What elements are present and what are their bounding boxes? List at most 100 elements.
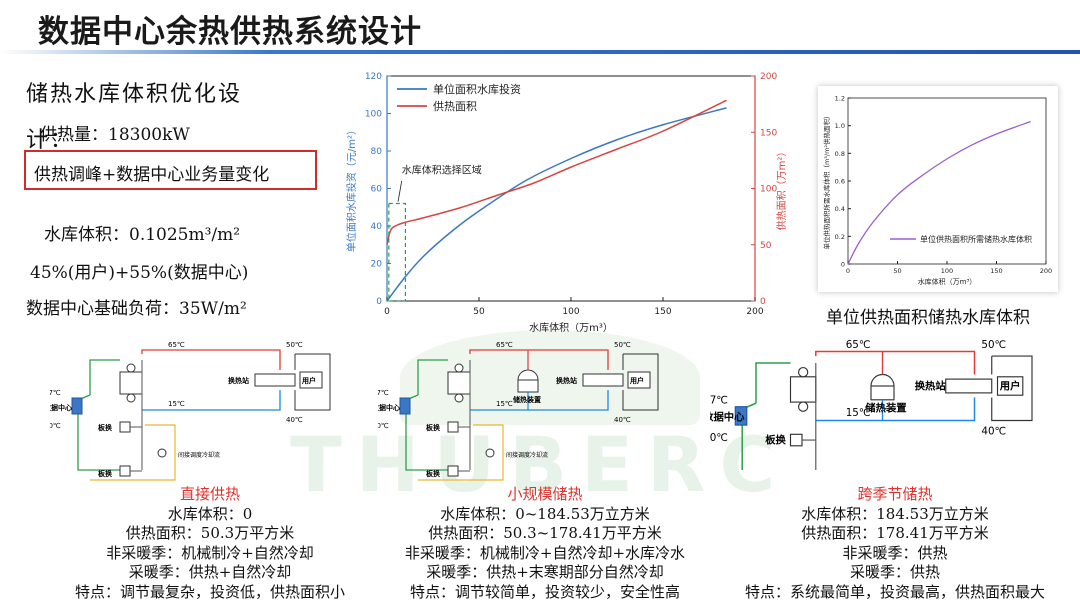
- reservoir-volume-text: 水库体积：0.1025m³/m²: [44, 225, 241, 245]
- label-65c: 65℃: [168, 341, 185, 349]
- pump-icon: [126, 393, 136, 403]
- legend-label-investment: 单位面积水库投资: [433, 82, 521, 96]
- series-heating-area-line: [386, 99, 727, 245]
- y-tick-label: 80: [371, 147, 383, 157]
- label-ctrl: 间接调度冷却流: [506, 451, 548, 459]
- heat-load-text: 供热量：18300kW: [40, 125, 190, 145]
- selection-region: [388, 202, 406, 302]
- x-tick-label: 150: [990, 267, 1002, 275]
- pump-icon: [454, 393, 464, 403]
- page-title: 数据中心余热供热系统设计: [38, 14, 422, 50]
- selection-annotation: 水库体积选择区域: [402, 164, 482, 177]
- y-tick-label: 1.0: [835, 122, 845, 130]
- system-name: 跨季节储热: [857, 485, 933, 503]
- pipe-cold-return: [470, 390, 609, 411]
- label-storage: 储热装置: [512, 395, 541, 404]
- legend-label: 单位供热面积所需储热水库体积: [920, 234, 1032, 244]
- hx-small-icon: [119, 465, 131, 477]
- pipe-hot-supply: [815, 350, 976, 375]
- label-hx: 板换: [765, 434, 786, 447]
- heat-exchanger-icon: [119, 371, 143, 395]
- system-heating: 采暖季：供热: [849, 563, 940, 581]
- user-box: [627, 371, 651, 389]
- y2-tick-label: 100: [760, 185, 777, 195]
- system-volume: 水库体积：0: [167, 504, 253, 523]
- cooling-pump-icon: [485, 448, 495, 458]
- y2-tick-label: 200: [760, 72, 777, 82]
- system-non-heating: 非采暖季：供热: [842, 543, 948, 562]
- user-box: [996, 376, 1024, 396]
- label-station: 换热站: [556, 376, 577, 385]
- system-volume: 水库体积：0~184.53万立方米: [440, 504, 650, 523]
- system-heating: 采暖季：供热+自然冷却: [128, 563, 292, 581]
- pump-icon: [797, 401, 809, 412]
- label-50c: 50℃: [981, 340, 1006, 351]
- pipe-yellow-loop: [418, 424, 504, 481]
- y-axis-label: 单位面积水库投资（元/m²）: [345, 125, 358, 252]
- system-name: 小规模储热: [507, 485, 583, 503]
- x-tick-label: 0: [384, 307, 390, 317]
- station-box: [945, 378, 993, 394]
- chart2-caption: 单位供热面积储热水库体积: [826, 308, 1030, 328]
- label-15c: 15℃: [496, 400, 513, 408]
- y-tick-label: 1.2: [835, 95, 845, 103]
- hx-small-icon: [447, 421, 459, 433]
- label-17c: 17℃: [710, 394, 728, 406]
- x-axis-label: 水库体积（万m³）: [918, 277, 977, 286]
- y-tick-label: 20: [371, 260, 383, 270]
- hx-small-icon: [119, 421, 131, 433]
- x-axis-label: 水库体积（万m³）: [529, 321, 613, 334]
- label-storage: 储热装置: [865, 401, 906, 414]
- server-icon: [399, 397, 411, 415]
- label-30c: 30℃: [378, 422, 389, 430]
- section-heading: 储热水库体积优化设计：: [26, 82, 243, 153]
- label-15c: 15℃: [168, 400, 185, 408]
- pipe-user-loop: [294, 353, 331, 411]
- y-axis-label: 单位供热面积所需水库体积（m³/m²供热面积）: [822, 112, 831, 249]
- watermark: THUBERC: [290, 420, 790, 509]
- label-ctrl: 间接调度冷却流: [178, 451, 220, 459]
- pipe-user-loop: [991, 355, 1033, 422]
- x-tick-label: 150: [654, 307, 671, 317]
- heat-exchanger-icon: [789, 376, 817, 403]
- server-icon: [71, 397, 83, 415]
- user-box: [299, 371, 323, 389]
- pipe-green-top: [89, 359, 120, 395]
- y-tick-label: 40: [371, 222, 383, 232]
- y-tick-label: 100: [365, 110, 382, 120]
- caption-seasonal-storage: 跨季节储热 水库体积：184.53万立方米 供热面积：178.41万平方米 非采…: [730, 485, 1060, 602]
- system-feature: 特点：调节最复杂，投资低，供热面积小: [74, 582, 345, 601]
- annotation-pointer: [397, 180, 403, 202]
- station-box: [582, 373, 624, 387]
- hx-small-icon: [789, 433, 803, 447]
- label-hx2: 板换: [426, 469, 441, 478]
- label-hx2: 板换: [98, 469, 113, 478]
- label-hx: 板换: [98, 423, 113, 432]
- y-tick-label: 0: [376, 297, 382, 307]
- x-tick-label: 50: [893, 267, 901, 275]
- boxed-text: 供热调峰+数据中心业务量变化: [34, 165, 270, 185]
- y2-tick-label: 150: [760, 128, 777, 138]
- series-investment-line: [386, 107, 727, 302]
- system-diagram-small-storage: 数据中心17℃30℃板换板换65℃50℃15℃换热站用户40℃储热装置间接调度冷…: [378, 341, 659, 481]
- pipe-green-top: [755, 362, 791, 404]
- ratio-text: 45%(用户)+55%(数据中心): [30, 263, 249, 283]
- system-feature: 特点：系统最简单，投资最高，供热面积最大: [744, 582, 1045, 601]
- y-tick-label: 120: [365, 72, 382, 82]
- pipe-green-bottom: [77, 400, 120, 471]
- y2-tick-label: 0: [760, 297, 766, 307]
- system-feature: 特点：调节较简单，投资较少，安全性高: [409, 582, 680, 601]
- label-40c: 40℃: [981, 425, 1006, 437]
- pipe-green-bottom: [741, 408, 743, 470]
- storage-tank-body: [870, 385, 895, 401]
- station-box: [254, 373, 296, 387]
- x-tick-label: 100: [941, 267, 953, 275]
- storage-tank-body: [517, 379, 539, 393]
- pipe-user-loop: [622, 353, 659, 411]
- pipe-cold-return: [815, 397, 976, 422]
- pipe-yellow-loop: [90, 424, 176, 481]
- server-icon: [734, 406, 748, 426]
